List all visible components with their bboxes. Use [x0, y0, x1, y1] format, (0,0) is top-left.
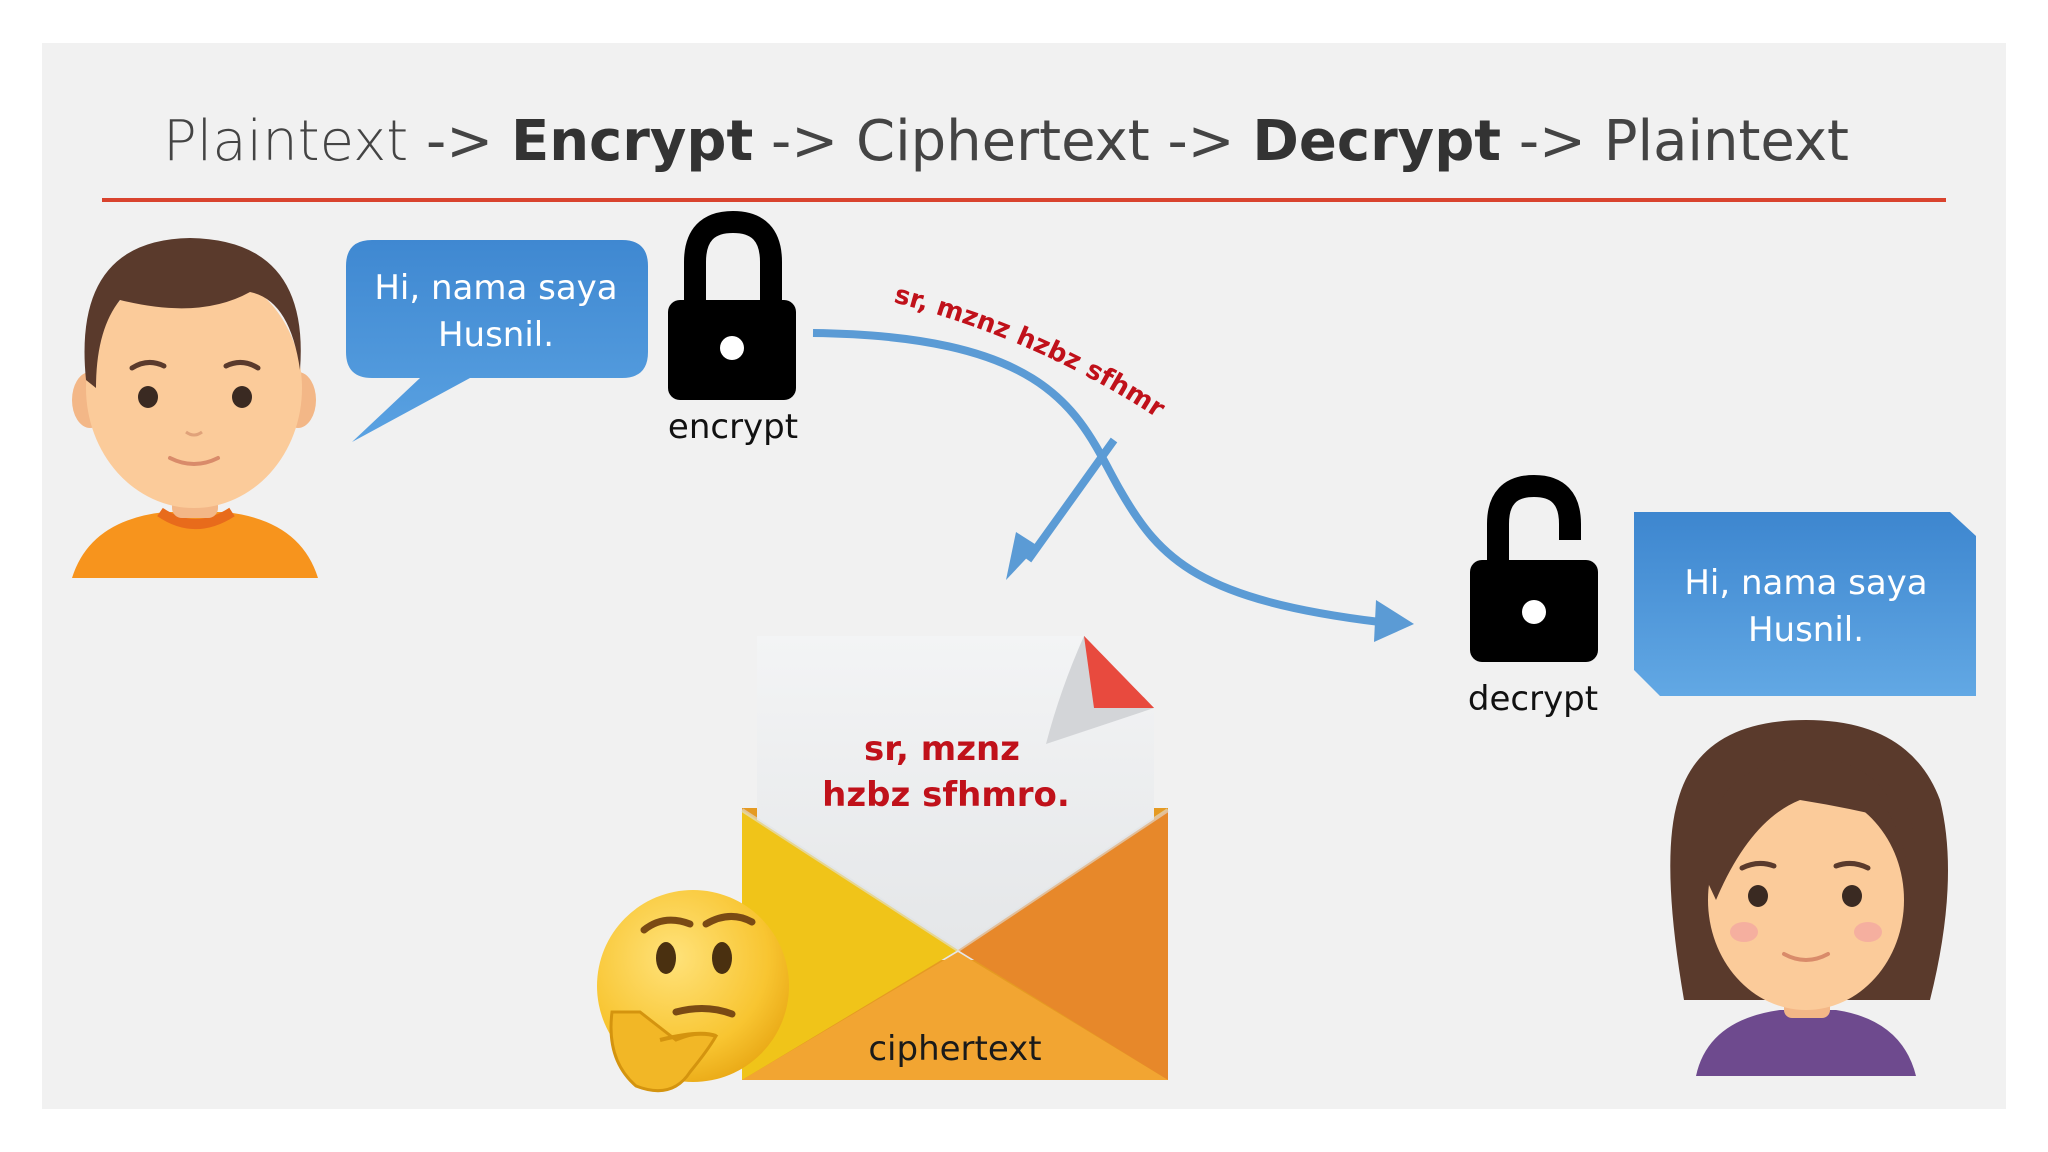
title-encrypt: Encrypt [511, 109, 753, 174]
thinking-face-emoji-icon [597, 890, 789, 1093]
title-arrow: -> [408, 109, 511, 174]
title-arrow: -> [753, 109, 856, 174]
sender-bubble-line1: Hi, nama saya [374, 268, 617, 308]
title-arrow: -> [1501, 109, 1604, 174]
intercept-arrow [1024, 437, 1118, 563]
receiver-bubble-line1: Hi, nama saya [1684, 563, 1927, 603]
letter-line2: hzbz sfhmro. [822, 775, 1070, 815]
ciphertext-label: ciphertext [868, 1029, 1041, 1069]
decrypt-label: decrypt [1468, 679, 1598, 719]
curved-arrow-to-receiver [812, 329, 1381, 626]
unlocked-padlock-icon [1470, 474, 1598, 662]
receiver-speech-bubble: Hi, nama saya Husnil. [1634, 512, 1976, 696]
title-ciphertext: Ciphertext [856, 109, 1150, 174]
receiver-bubble-line2: Husnil. [1748, 610, 1864, 650]
title-arrow: -> [1150, 109, 1253, 174]
arrowhead-intercept [1006, 532, 1038, 580]
boy-avatar-icon [72, 238, 318, 578]
girl-avatar-icon [1670, 720, 1948, 1076]
title-plaintext-end: Plaintext [1604, 109, 1849, 174]
diagram-title: Plaintext -> Encrypt -> Ciphertext -> De… [163, 109, 1849, 174]
transmission-arrows [812, 329, 1414, 642]
sender-speech-bubble: Hi, nama saya Husnil. [346, 240, 648, 442]
envelope-icon [740, 636, 1170, 1080]
encrypt-label: encrypt [668, 407, 798, 447]
arrowhead-receiver [1374, 600, 1414, 642]
letter-line1: sr, mznz [864, 729, 1020, 769]
locked-padlock-icon [668, 210, 796, 400]
sender-bubble-line2: Husnil. [438, 315, 554, 355]
title-decrypt: Decrypt [1252, 109, 1501, 174]
title-plaintext-start: Plaintext [163, 109, 408, 174]
